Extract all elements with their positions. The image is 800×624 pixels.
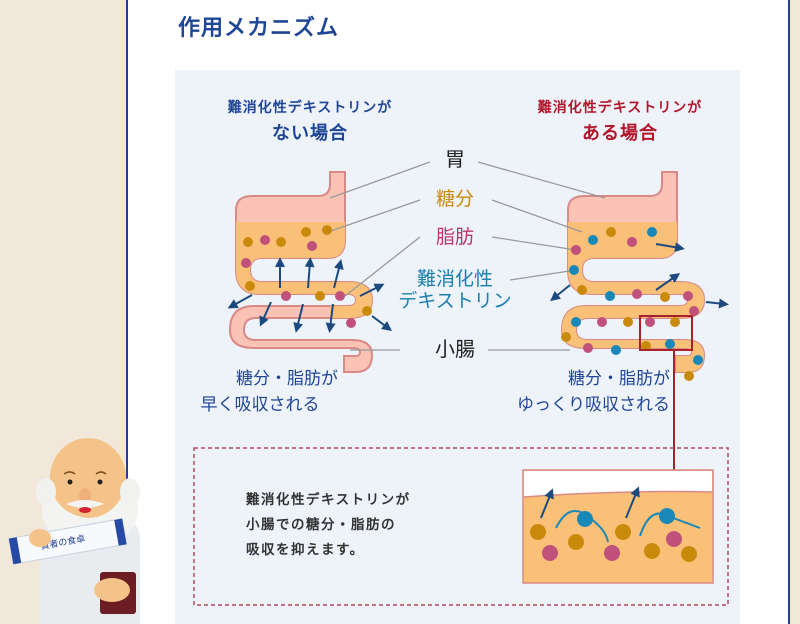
magnified-intestine	[522, 469, 714, 584]
sage-mascot-illustration: 賢者の食卓	[8, 438, 140, 624]
left-heading-line2: ない場合	[272, 123, 348, 144]
left-caption-line1: 糖分・脂肪が	[236, 369, 338, 389]
label-small-intestine: 小腸	[435, 337, 475, 361]
left-heading-line1: 難消化性デキストリンが	[227, 100, 393, 116]
label-dextrin-line2: デキストリン	[398, 290, 512, 312]
section-title: 作用メカニズム	[178, 16, 340, 41]
right-particles	[561, 227, 703, 381]
right-heading: 難消化性デキストリンが ある場合	[500, 96, 740, 146]
left-digestive-tract	[228, 171, 374, 373]
label-dextrin: 難消化性 デキストリン	[395, 268, 515, 312]
mechanism-note: 難消化性デキストリンが 小腸での糖分・脂肪の 吸収を抑えます。	[246, 488, 411, 563]
right-digestive-tract	[560, 171, 706, 373]
label-fat: 脂肪	[435, 226, 474, 248]
right-caption-line1: 糖分・脂肪が	[568, 369, 670, 389]
zoom-highlight-box	[639, 315, 693, 351]
right-heading-line2: ある場合	[582, 123, 658, 144]
note-line2: 小腸での糖分・脂肪の	[246, 517, 396, 533]
product-stick: 賢者の食卓	[8, 518, 128, 565]
right-absorption-arrows	[550, 242, 729, 309]
right-contents	[562, 222, 704, 372]
label-stomach: 胃	[445, 147, 465, 171]
right-caption-line2: ゆっくり吸収される	[517, 395, 670, 415]
note-box	[193, 447, 729, 606]
right-caption: 糖分・脂肪が ゆっくり吸収される	[470, 366, 670, 418]
left-particles	[241, 225, 372, 328]
label-dextrin-line1: 難消化性	[416, 268, 493, 290]
note-line3: 吸収を抑えます。	[246, 542, 365, 558]
right-heading-line1: 難消化性デキストリンが	[537, 100, 703, 116]
left-caption: 糖分・脂肪が 早く吸収される	[180, 366, 340, 418]
left-stomach	[228, 171, 374, 373]
label-sugar: 糖分	[435, 188, 474, 210]
left-heading: 難消化性デキストリンが ない場合	[190, 96, 430, 146]
leader-lines	[327, 161, 606, 351]
left-absorption-arrows	[227, 257, 392, 333]
note-line1: 難消化性デキストリンが	[246, 492, 411, 508]
left-caption-line2: 早く吸収される	[200, 395, 320, 415]
